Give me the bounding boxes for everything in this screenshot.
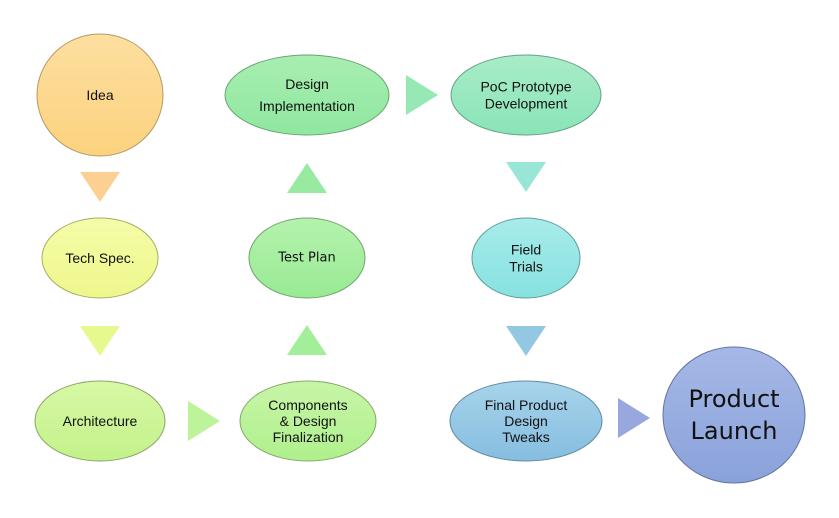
node-shape-idea bbox=[36, 33, 164, 157]
node-label-product-launch: Launch bbox=[691, 417, 778, 445]
node-label-components: Finalization bbox=[273, 429, 344, 445]
node-tech-spec: Tech Spec. bbox=[41, 217, 159, 299]
arrow-down-icon bbox=[80, 172, 120, 202]
node-label-final-product: Design bbox=[504, 413, 548, 429]
node-label-final-product: Tweaks bbox=[502, 429, 549, 445]
node-shape-tech-spec bbox=[41, 217, 159, 299]
arrow-down-icon bbox=[506, 326, 546, 356]
node-architecture: Architecture bbox=[34, 380, 166, 462]
arrow-up-icon bbox=[287, 163, 327, 193]
node-label-test-plan: Test Plan bbox=[277, 251, 335, 266]
node-label-poc-prototype: Development bbox=[485, 96, 568, 112]
arrow-right-icon bbox=[618, 398, 650, 438]
node-shape-components bbox=[239, 380, 377, 462]
node-shape-design-implementation bbox=[224, 54, 390, 136]
node-shape-final-product bbox=[449, 380, 603, 462]
node-label-field-trials: Field bbox=[511, 242, 541, 258]
node-label-poc-prototype: PoC Prototype bbox=[480, 79, 571, 95]
node-label-tech-spec: Tech Spec. bbox=[65, 250, 134, 266]
node-test-plan: Test Plan bbox=[248, 217, 366, 299]
arrow-down-icon bbox=[506, 162, 546, 192]
node-label-idea: Idea bbox=[86, 87, 113, 103]
node-label-architecture: Architecture bbox=[63, 413, 138, 429]
node-idea: Idea bbox=[36, 33, 164, 157]
arrow-right-icon bbox=[188, 401, 220, 441]
arrow-right-icon bbox=[406, 75, 438, 115]
node-shape-poc-prototype bbox=[450, 54, 602, 136]
node-label-product-launch: Product bbox=[688, 385, 779, 413]
node-label-field-trials: Trials bbox=[509, 259, 543, 275]
node-label-final-product: Final Product bbox=[485, 397, 568, 413]
arrow-up-icon bbox=[287, 325, 327, 355]
node-label-components: & Design bbox=[280, 413, 337, 429]
node-shape-field-trials bbox=[471, 217, 581, 299]
node-label-design-implementation: Design bbox=[285, 76, 329, 92]
node-shape-test-plan bbox=[248, 217, 366, 299]
arrows-layer bbox=[80, 75, 650, 441]
arrow-down-icon bbox=[80, 326, 120, 356]
node-shape-architecture bbox=[34, 380, 166, 462]
node-label-components: Components bbox=[268, 397, 347, 413]
node-shape-product-launch bbox=[662, 346, 806, 484]
node-label-design-implementation: Implementation bbox=[259, 98, 355, 114]
